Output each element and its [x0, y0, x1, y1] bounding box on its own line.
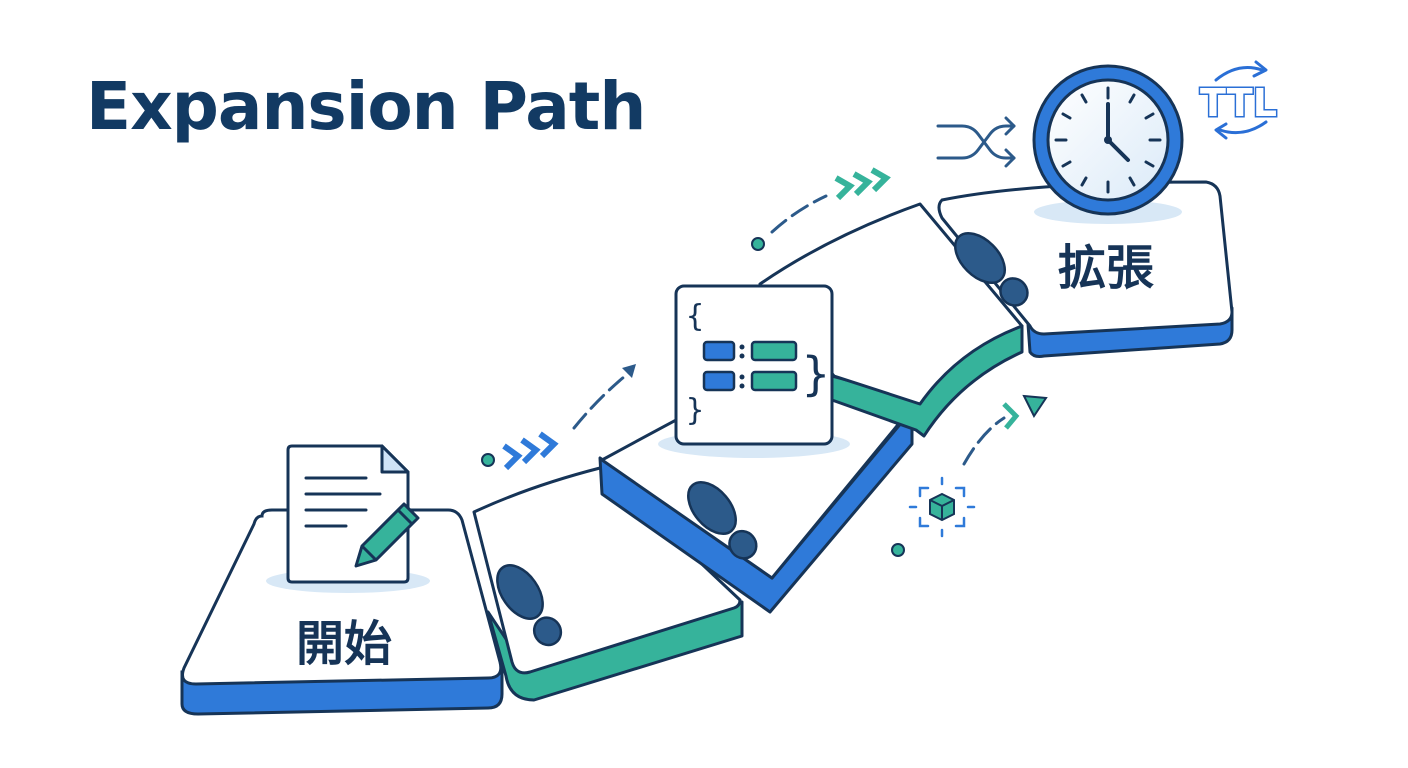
page-title: Expansion Path — [86, 68, 646, 145]
svg-text:{: { — [686, 299, 704, 334]
step-5-label: 拡張 — [1058, 240, 1154, 296]
ttl-badge: TTL — [1200, 81, 1277, 125]
footprint-icon — [496, 232, 1029, 647]
step-1-platform — [180, 508, 504, 716]
shuffle-arrows-icon — [936, 116, 1016, 168]
chevron-arrows-icon — [481, 167, 1048, 557]
json-braces-icon: { } } — [674, 284, 834, 446]
step-1-label: 開始 — [296, 616, 392, 672]
step-5-platform — [937, 180, 1234, 358]
cube-focus-icon — [908, 476, 976, 538]
document-pencil-icon — [286, 444, 420, 584]
svg-text:}: } — [802, 347, 830, 401]
ttl-refresh-icon: TTL — [1199, 60, 1278, 140]
clock-icon — [1032, 64, 1184, 216]
svg-text:}: } — [686, 393, 704, 428]
